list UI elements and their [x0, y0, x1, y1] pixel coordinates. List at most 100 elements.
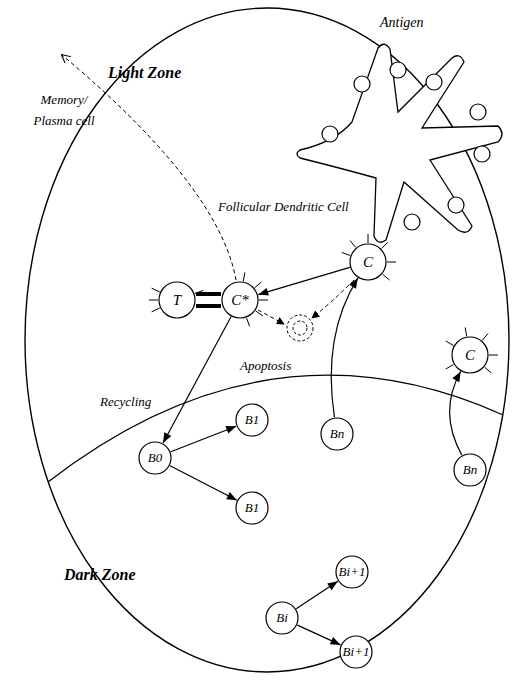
connector-arrow: [171, 426, 236, 452]
receptor-spike: [149, 300, 158, 301]
cell-circle: [266, 602, 298, 634]
zone-title: Dark Zone: [64, 566, 136, 584]
cell-circle: [452, 337, 488, 373]
apoptosis-arrow: [258, 310, 284, 324]
bond-bar: [196, 292, 221, 296]
t-cell: T: [158, 281, 196, 319]
receptor-spike: [243, 272, 245, 281]
connector-arrow: [258, 267, 350, 295]
antigen-particle: [404, 214, 420, 230]
receptor-spike: [195, 290, 203, 293]
connector-line: [331, 278, 358, 417]
cell-label: B0: [148, 450, 162, 466]
centroblast-cell: Bi: [265, 601, 299, 635]
centroblast-cell: Bn: [320, 417, 354, 451]
connector-line: [163, 317, 231, 443]
cell-circle: [159, 282, 195, 318]
cell-circle: [236, 492, 268, 524]
receptor-spike: [446, 365, 454, 370]
outcome-label: Memory/ Plasma cell: [22, 90, 106, 132]
antigen-label: Antigen: [380, 12, 450, 34]
receptor-spike: [255, 282, 262, 288]
connector-arrow: [163, 317, 231, 443]
bond-bar: [196, 304, 221, 308]
connector-arrow: [296, 581, 338, 608]
connector-line: [297, 625, 340, 645]
cell-circle: [350, 244, 386, 280]
cell-label: B1: [245, 500, 259, 516]
cell-label: Bn: [330, 426, 344, 442]
receptor-spike: [482, 334, 488, 341]
centrocyte-cell: C: [349, 243, 387, 281]
edge-label: Recycling: [100, 394, 151, 410]
cell-label: T: [173, 292, 181, 309]
centrocyte-cell: C: [451, 336, 489, 374]
cell-label: Bn: [463, 462, 477, 478]
receptor-spike: [152, 308, 160, 312]
apoptotic-cell: [287, 315, 313, 341]
apoptotic-cell-inner: [293, 321, 307, 335]
receptor-spike: [259, 300, 268, 301]
arrow-head: [225, 426, 236, 433]
connector-arrow: [450, 372, 462, 456]
cell-label: Bi+1: [339, 564, 366, 580]
receptor-spike: [383, 274, 390, 280]
receptor-spike: [152, 288, 160, 292]
arrow-head: [226, 492, 237, 500]
centroblast-cell: Bi+1: [339, 635, 373, 669]
cell-label: C: [465, 347, 475, 364]
receptor-spike: [246, 318, 249, 326]
centroblast-cell: B0: [138, 441, 172, 475]
zone-ellipse: [25, 8, 509, 672]
connector-arrow: [297, 625, 340, 645]
differentiation-arrow: [62, 55, 236, 280]
arrow-head: [258, 288, 269, 296]
zone-title: Light Zone: [108, 64, 181, 82]
receptor-spike: [256, 311, 263, 316]
apoptosis-arrow: [312, 280, 354, 318]
cell-label: B1: [245, 412, 259, 428]
centroblast-cell: Bn: [453, 453, 487, 487]
cell-label: Bi: [276, 610, 288, 626]
connector-line: [450, 372, 462, 456]
receptor-spike: [446, 341, 454, 346]
connector-line: [170, 466, 237, 500]
receptor-spike: [381, 242, 387, 248]
receptor-spike: [485, 367, 492, 373]
centroblast-cell: B1: [235, 403, 269, 437]
dendritic-cell: Follicular Dendritic Cell: [215, 10, 510, 250]
apoptotic-cell-outer: [287, 315, 313, 341]
apoptosis-label: Apoptosis: [240, 356, 320, 377]
cell-label: Bi+1: [343, 644, 370, 660]
arrow-head: [349, 278, 358, 289]
binding-bond: [196, 294, 221, 306]
arrow-head: [330, 637, 341, 645]
arrow-head: [327, 581, 338, 590]
arrow-head: [452, 372, 460, 383]
centrocyte-cell: C*: [221, 281, 259, 319]
cell-circle: [222, 282, 258, 318]
centroblast-cell: B1: [235, 491, 269, 525]
receptor-spike: [465, 327, 467, 336]
antigen-particle: [474, 146, 490, 162]
connector-line: [296, 581, 338, 608]
antigen-particle: [470, 104, 486, 120]
zone-boundary: [48, 375, 503, 482]
receptor-spike: [350, 241, 356, 248]
cell-circle: [454, 454, 486, 486]
receptor-spike: [387, 262, 396, 263]
cell-circle: [236, 404, 268, 436]
cell-circle: [139, 442, 171, 474]
connector-line: [258, 267, 350, 294]
centroblast-cell: Bi+1: [335, 555, 369, 589]
arrow-head: [163, 432, 171, 443]
cell-circle: [336, 556, 368, 588]
receptor-spike: [489, 355, 498, 356]
receptor-spike: [342, 252, 350, 255]
cell-label: C: [363, 254, 373, 271]
cell-label: Follicular Dendritic Cell: [218, 199, 349, 215]
connector-arrow: [170, 466, 237, 500]
cell-circle: [321, 418, 353, 450]
cell-label: C*: [231, 292, 249, 309]
